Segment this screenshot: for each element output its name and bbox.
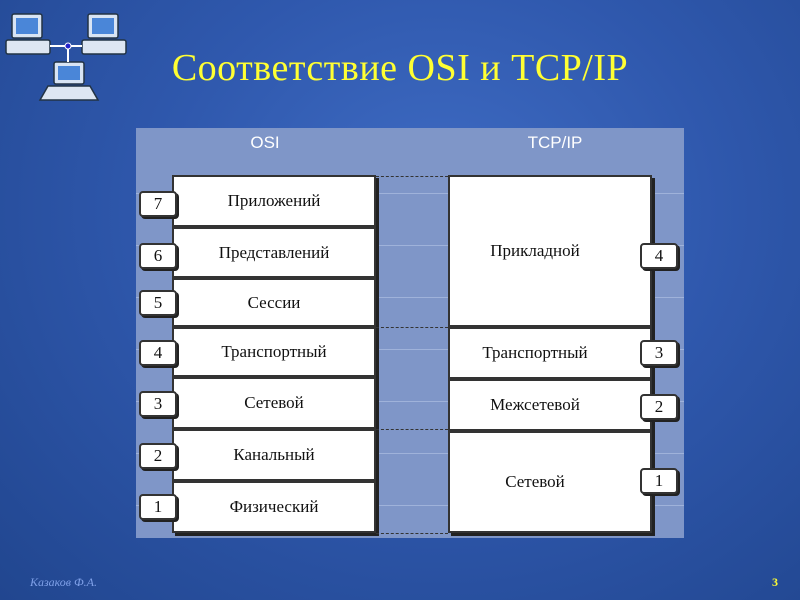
osi-layer-session: Сессии bbox=[172, 278, 376, 327]
osi-number-badge: 3 bbox=[139, 391, 177, 417]
mapping-line bbox=[376, 327, 448, 328]
grid-line bbox=[136, 505, 684, 506]
osi-layer-presentation: Представлений bbox=[172, 227, 376, 278]
grid-line bbox=[136, 401, 684, 402]
osi-layer-physical: Физический bbox=[172, 481, 376, 533]
grid-line bbox=[136, 297, 684, 298]
tcpip-number-badge: 1 bbox=[640, 468, 678, 494]
osi-number-badge: 6 bbox=[139, 243, 177, 269]
mapping-line bbox=[376, 533, 448, 534]
tcpip-layer-network-access: Сетевой bbox=[448, 431, 652, 533]
mapping-line bbox=[376, 176, 448, 177]
osi-layer-transport: Транспортный bbox=[172, 327, 376, 377]
osi-heading: OSI bbox=[250, 133, 280, 152]
osi-layer-network: Сетевой bbox=[172, 377, 376, 429]
mapping-line bbox=[376, 429, 448, 430]
osi-layer-datalink: Канальный bbox=[172, 429, 376, 481]
osi-number-badge: 7 bbox=[139, 191, 177, 217]
footer-author: Казаков Ф.А. bbox=[30, 575, 97, 589]
tcpip-number-badge: 2 bbox=[640, 394, 678, 420]
grid-line bbox=[136, 193, 684, 194]
page-number: 3 bbox=[772, 575, 778, 589]
osi-number-badge: 4 bbox=[139, 340, 177, 366]
osi-number-badge: 5 bbox=[139, 290, 177, 316]
tcpip-heading: TCP/IP bbox=[527, 133, 583, 152]
tcpip-number-badge: 4 bbox=[640, 243, 678, 269]
grid-line bbox=[136, 245, 684, 246]
osi-number-badge: 1 bbox=[139, 494, 177, 520]
tcpip-layer-application: Прикладной bbox=[448, 175, 652, 327]
tcpip-layer-internet: Межсетевой bbox=[448, 379, 652, 431]
tcpip-layer-transport: Транспортный bbox=[448, 327, 652, 379]
grid-line bbox=[136, 349, 684, 350]
grid-line bbox=[136, 453, 684, 454]
network-computers-icon bbox=[5, 13, 127, 101]
osi-number-badge: 2 bbox=[139, 443, 177, 469]
osi-layer-application: Приложений bbox=[172, 175, 376, 227]
slide-title: Соответствие OSI и TCP/IP bbox=[171, 47, 629, 89]
tcpip-number-badge: 3 bbox=[640, 340, 678, 366]
